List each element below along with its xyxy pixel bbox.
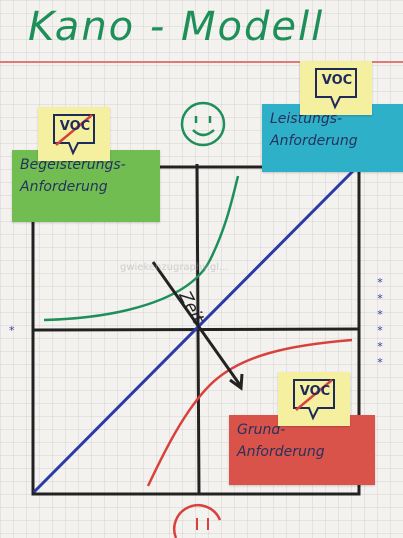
star-mark: * [377, 356, 383, 369]
star-mark: * [377, 340, 383, 353]
arrow-icon [229, 373, 244, 391]
title-underline [0, 61, 403, 63]
star-mark: * [377, 292, 383, 305]
star-mark-left: * [9, 324, 15, 337]
page-title: Kano - Modell [28, 4, 325, 50]
star-mark: * [377, 324, 383, 337]
grund-note: Grund- Anforderung [229, 415, 375, 485]
voc-label: VOC [299, 384, 331, 399]
begeisterung-note: Begeisterungs- Anforderung [12, 150, 160, 222]
voc-note-left: VOC [38, 107, 110, 161]
grund-curve [146, 338, 353, 487]
zeit-arrow [151, 261, 242, 386]
sad-face-icon [173, 503, 222, 538]
leistung-line-2: Anforderung [270, 133, 358, 149]
smiley-icon [180, 101, 226, 147]
speech-bubble-crossed-icon [293, 379, 335, 421]
leistung-line [32, 166, 358, 494]
grund-line-1: Grund- [237, 422, 286, 438]
leistung-line-1: Leistungs- [270, 111, 343, 127]
leistung-note: Leistungs- Anforderung [262, 104, 403, 172]
begeisterung-curve [43, 175, 240, 322]
speech-bubble-icon [315, 68, 357, 110]
star-column: * * * * * * [372, 275, 388, 371]
voc-label: VOC [59, 119, 91, 134]
star-mark: * [377, 308, 383, 321]
voc-label: VOC [321, 73, 353, 88]
star-mark: * [377, 276, 383, 289]
voc-note-top: VOC [300, 61, 372, 115]
voc-note-bottom: VOC [278, 372, 350, 426]
speech-bubble-crossed-icon [53, 114, 95, 156]
grund-line-2: Anforderung [237, 444, 325, 460]
watermark: gwiekenzugraphy.gl... [120, 262, 229, 273]
begeisterung-line-2: Anforderung [20, 179, 108, 195]
begeisterung-line-1: Begeisterungs- [20, 157, 126, 173]
